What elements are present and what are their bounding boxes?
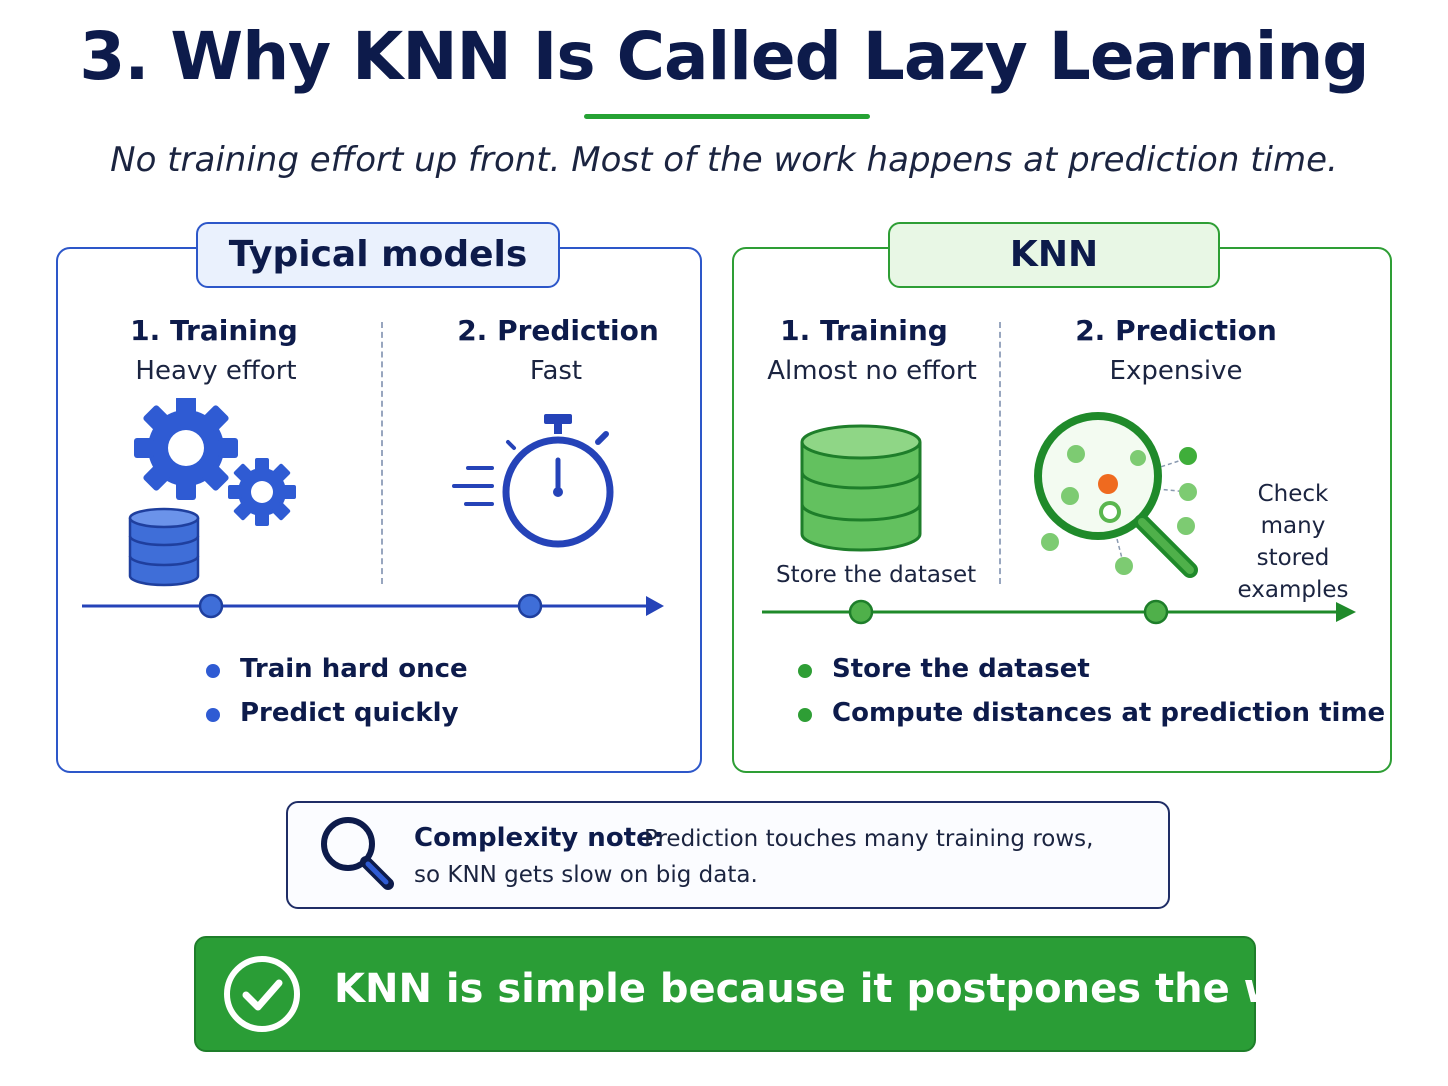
- complexity-note-box: [286, 801, 1170, 909]
- caption-line: examples: [1237, 577, 1349, 603]
- note-line-2: so KNN gets slow on big data.: [414, 862, 758, 888]
- knn-prediction-subtitle: Expensive: [1109, 356, 1243, 386]
- page-title: 3. Why KNN Is Called Lazy Learning: [79, 18, 1369, 95]
- check-circle-icon: [224, 956, 300, 1032]
- bullet-dot: [798, 664, 812, 678]
- typical-bullet-2: Predict quickly: [240, 698, 459, 728]
- knn-bullet-2: Compute distances at prediction time: [832, 698, 1386, 728]
- page-subtitle: No training effort up front. Most of the…: [110, 140, 1338, 180]
- knn-training-title: 1. Training: [780, 314, 948, 347]
- bullet-dot: [206, 708, 220, 722]
- knn-timeline: [762, 599, 1356, 625]
- typical-prediction-title: 2. Prediction: [457, 314, 659, 347]
- typical-prediction-subtitle: Fast: [529, 356, 583, 386]
- typical-models-tag: Typical models: [196, 222, 560, 288]
- stopwatch-icon: [452, 414, 614, 548]
- typical-divider: [381, 322, 383, 584]
- knn-prediction-caption: Check many stored examples: [1228, 478, 1358, 606]
- conclusion-banner: [194, 936, 1256, 1052]
- knn-bullet-1: Store the dataset: [832, 654, 1090, 684]
- knn-training-subtitle: Almost no effort: [767, 356, 977, 386]
- knn-training-caption: Store the dataset: [776, 562, 977, 588]
- knn-divider: [999, 322, 1001, 584]
- typical-training-subtitle: Heavy effort: [135, 356, 297, 386]
- knn-prediction-title: 2. Prediction: [1075, 314, 1277, 347]
- typical-timeline: [82, 593, 664, 619]
- title-underline: [584, 114, 870, 119]
- database-icon: [800, 424, 922, 552]
- gears-icon: [134, 398, 296, 526]
- timeline-dot-training: [848, 599, 874, 625]
- timeline-dot-prediction: [517, 593, 543, 619]
- timeline-dot-prediction: [1143, 599, 1169, 625]
- search-icon: [321, 817, 394, 890]
- bullet-dot: [206, 664, 220, 678]
- banner-text: KNN is simple because it postpones the w…: [334, 966, 1370, 1012]
- caption-line: stored: [1256, 545, 1330, 571]
- magnifier-neighbors-icon: [1034, 412, 1198, 578]
- caption-line: Check many: [1257, 481, 1329, 539]
- knn-tag: KNN: [888, 222, 1220, 288]
- note-label: Complexity note:: [414, 823, 665, 853]
- note-line-1: Prediction touches many training rows,: [644, 826, 1094, 852]
- bullet-dot: [798, 708, 812, 722]
- typical-bullet-1: Train hard once: [240, 654, 468, 684]
- timeline-dot-training: [198, 593, 224, 619]
- typical-training-title: 1. Training: [130, 314, 298, 347]
- database-icon: [128, 507, 200, 587]
